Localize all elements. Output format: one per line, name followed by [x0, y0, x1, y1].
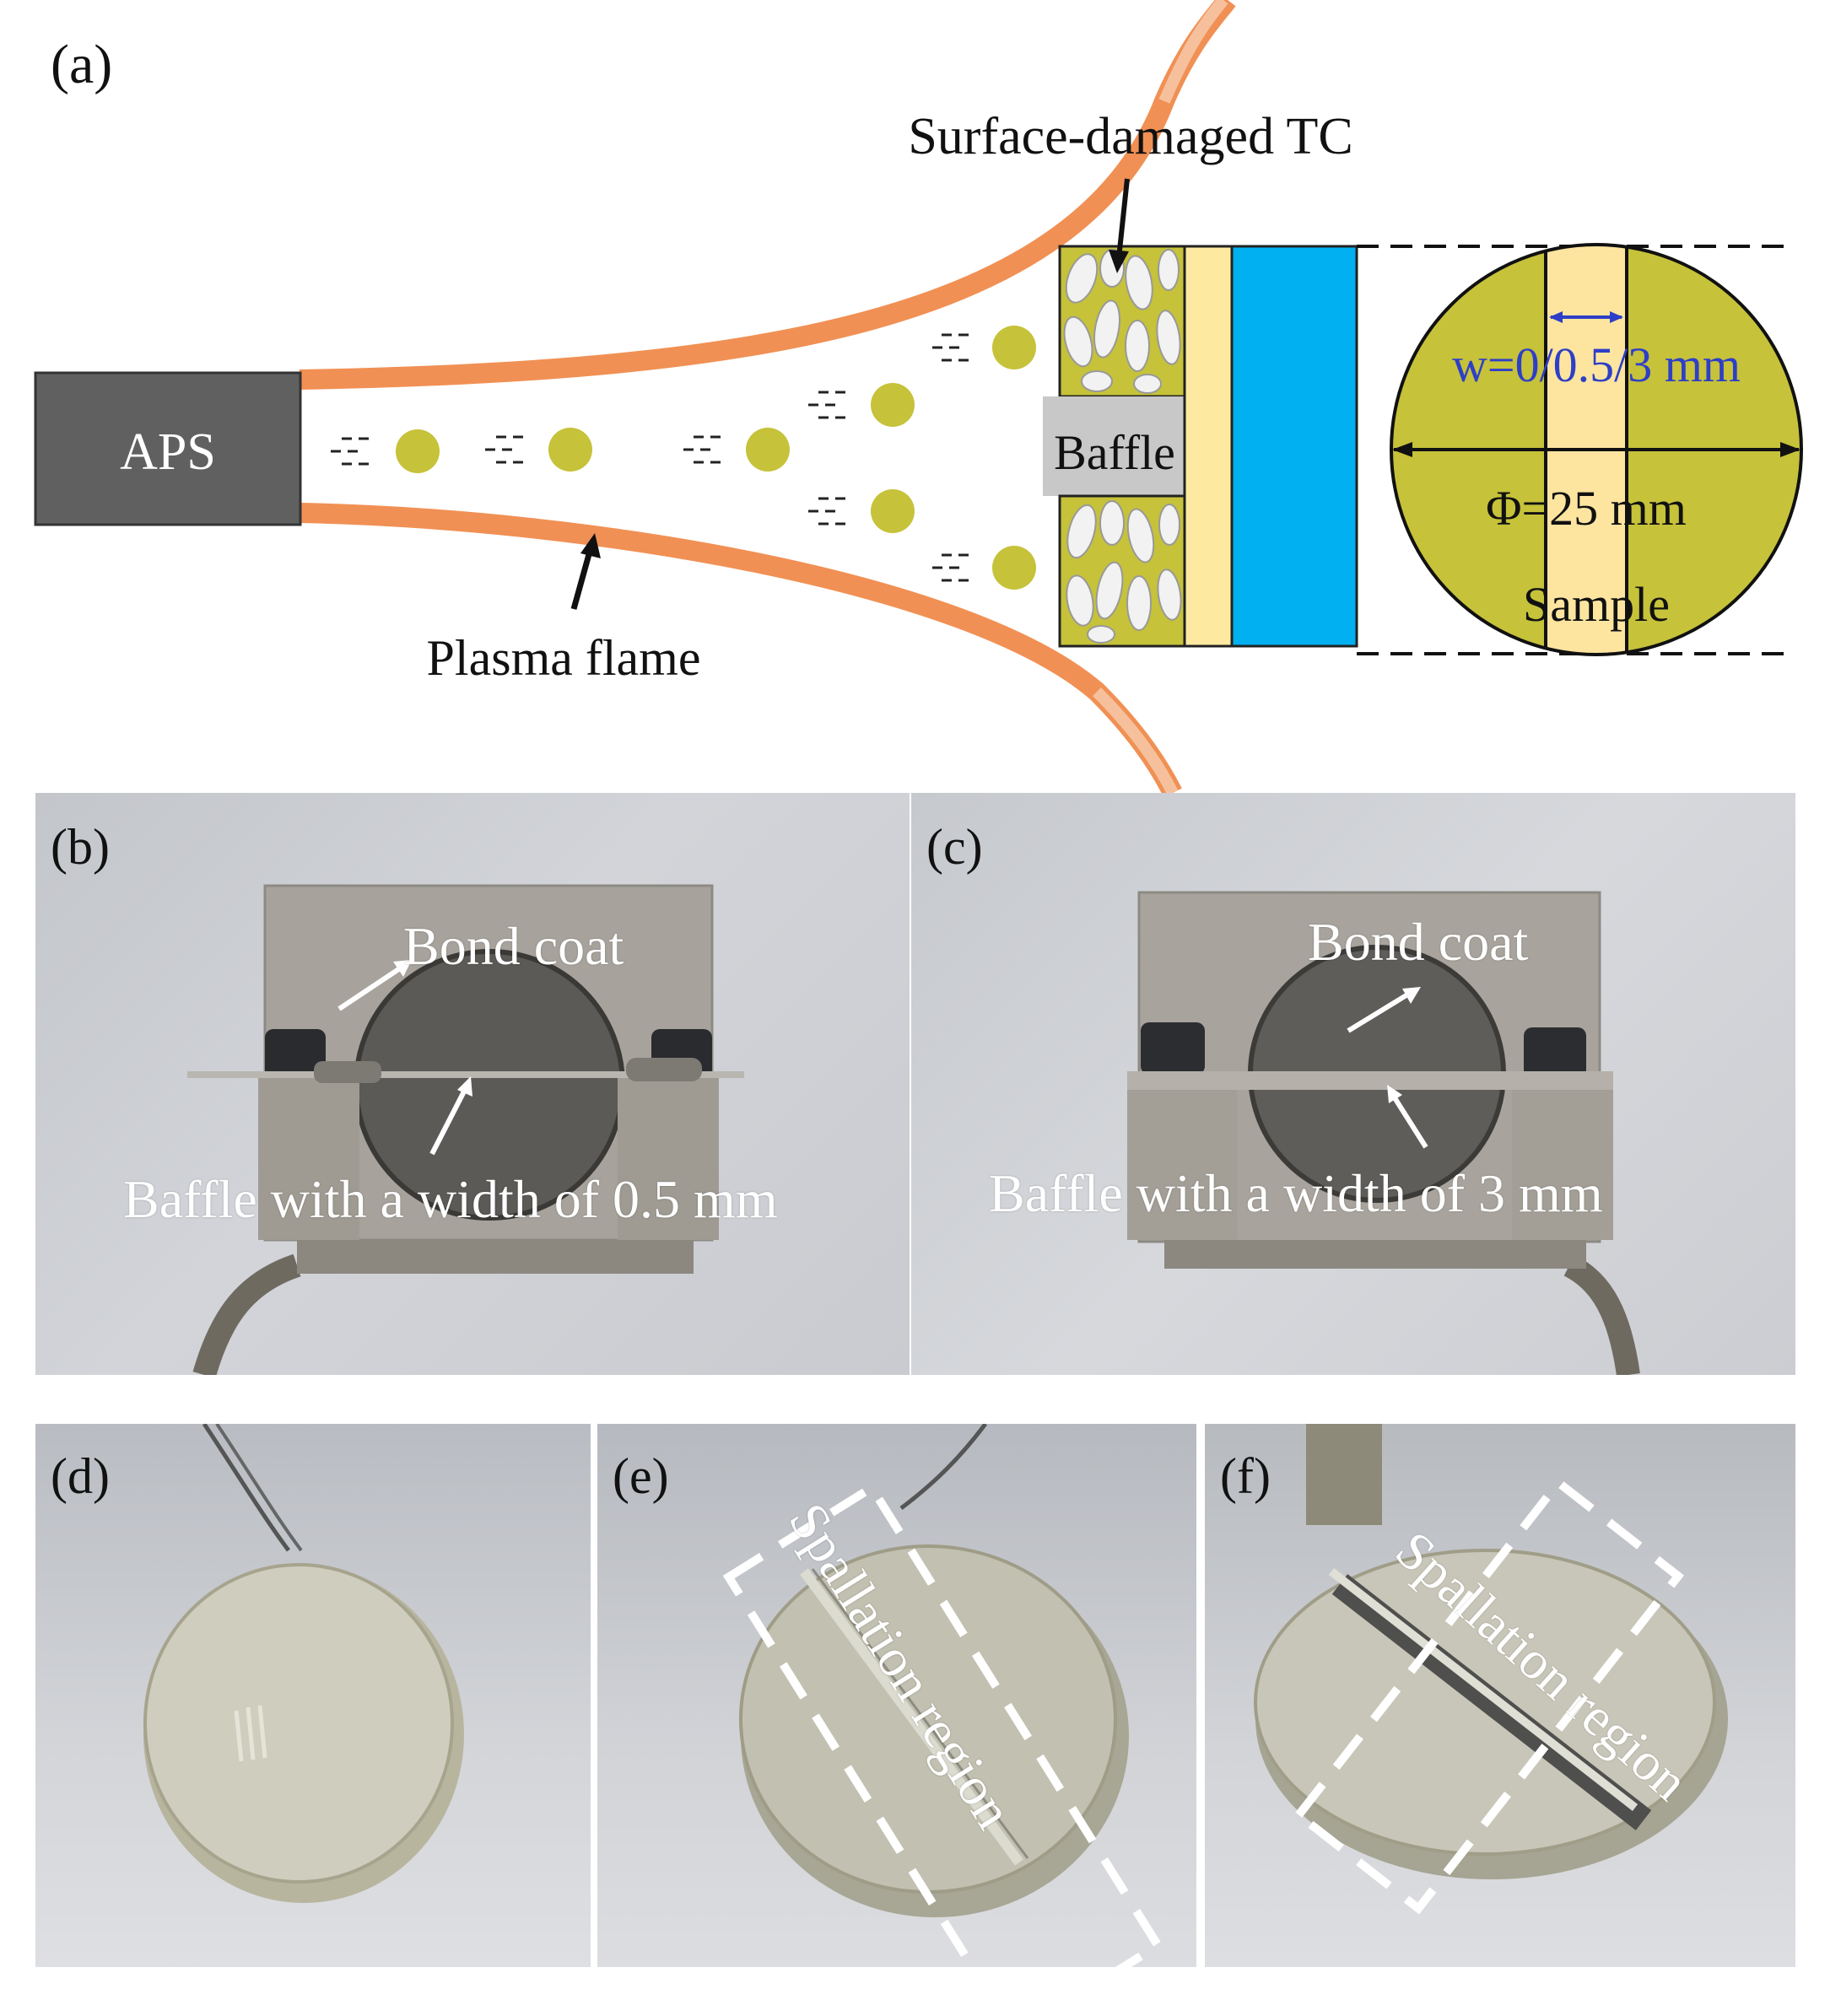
bond-coat-layer — [1183, 245, 1234, 648]
panel-d-label: (d) — [51, 1448, 110, 1504]
particle — [808, 383, 915, 427]
particle — [683, 428, 790, 472]
particle — [808, 489, 915, 533]
bolt-left — [1141, 1022, 1205, 1075]
flame-upper-fade — [1158, 0, 1228, 104]
flame-pointer-arrow — [570, 533, 601, 610]
spallation-groove — [1331, 1574, 1652, 1830]
panel-a-label: (a) — [51, 34, 112, 95]
thermocouple-wire — [202, 1424, 291, 1552]
bond-coat-label: Bond coat — [1308, 912, 1529, 972]
particles — [331, 326, 1036, 590]
panel-b-photo: (b) Bond coat Baffle with a width of 0.5… — [35, 793, 910, 1375]
baffle-block — [1043, 396, 1185, 496]
particle — [932, 326, 1036, 369]
spallation-groove — [800, 1568, 1023, 1866]
baffle-strip-3mm — [1127, 1071, 1613, 1090]
thermocouple-wire — [192, 1253, 301, 1375]
panel-f-label: (f) — [1220, 1448, 1271, 1504]
bolt-right — [1524, 1027, 1586, 1078]
width-label: w=0/0.5/3 mm — [1452, 337, 1741, 392]
thermocouple-wire — [899, 1424, 987, 1510]
diameter-label: Φ=25 mm — [1486, 481, 1687, 536]
aps-gun-box — [34, 371, 302, 526]
top-coat-upper — [1058, 245, 1186, 398]
panel-a: (a) APS Plasma flame Surface-damaged TC … — [0, 0, 1841, 798]
sample-label: Sample — [1523, 577, 1670, 632]
tc-pointer-arrow — [1109, 178, 1130, 273]
clamp-block-left — [1127, 1071, 1237, 1240]
clamp-block-left — [258, 1071, 359, 1240]
sample-circle — [1390, 243, 1803, 656]
particle — [485, 428, 592, 472]
bolt-left — [265, 1029, 326, 1080]
panel-e-label: (e) — [613, 1448, 669, 1504]
bond-coat-label: Bond coat — [403, 916, 624, 976]
aps-label: APS — [120, 423, 216, 481]
panel-a-schematic: (a) APS Plasma flame Surface-damaged TC … — [34, 0, 1803, 798]
clamp-block-right — [1512, 1071, 1613, 1240]
coated-sample-face — [143, 1563, 454, 1884]
panel-b-label: (b) — [51, 819, 110, 875]
thermocouple-wire — [1306, 1424, 1382, 1525]
panel-f-photo: (f) Spallation region — [1205, 1424, 1795, 1967]
spallation-box — [722, 1481, 1164, 1967]
particle — [932, 546, 1036, 590]
thermocouple-wire — [1563, 1254, 1640, 1375]
substrate-layer — [1230, 245, 1358, 648]
baffle-width-label: Baffle with a width of 3 mm — [989, 1163, 1603, 1223]
surface-damaged-tc-label: Surface-damaged TC — [908, 108, 1352, 165]
baffle-strip-0-5mm — [187, 1071, 744, 1078]
top-coat-lower — [1058, 494, 1186, 648]
panel-d-photo: (d) — [35, 1424, 591, 1967]
particle — [331, 429, 440, 473]
flame-lower-fade — [1093, 687, 1179, 796]
panel-e-photo: (e) Spallation region — [597, 1424, 1196, 1967]
plasma-flame-label: Plasma flame — [427, 630, 701, 686]
panel-c-label: (c) — [926, 819, 983, 875]
clamp-block-right — [618, 1071, 719, 1240]
baffle-label: Baffle — [1054, 425, 1175, 480]
panel-c-photo: (c) Bond coat Baffle with a width of 3 m… — [911, 793, 1795, 1375]
baffle-width-label: Baffle with a width of 0.5 mm — [123, 1169, 778, 1229]
